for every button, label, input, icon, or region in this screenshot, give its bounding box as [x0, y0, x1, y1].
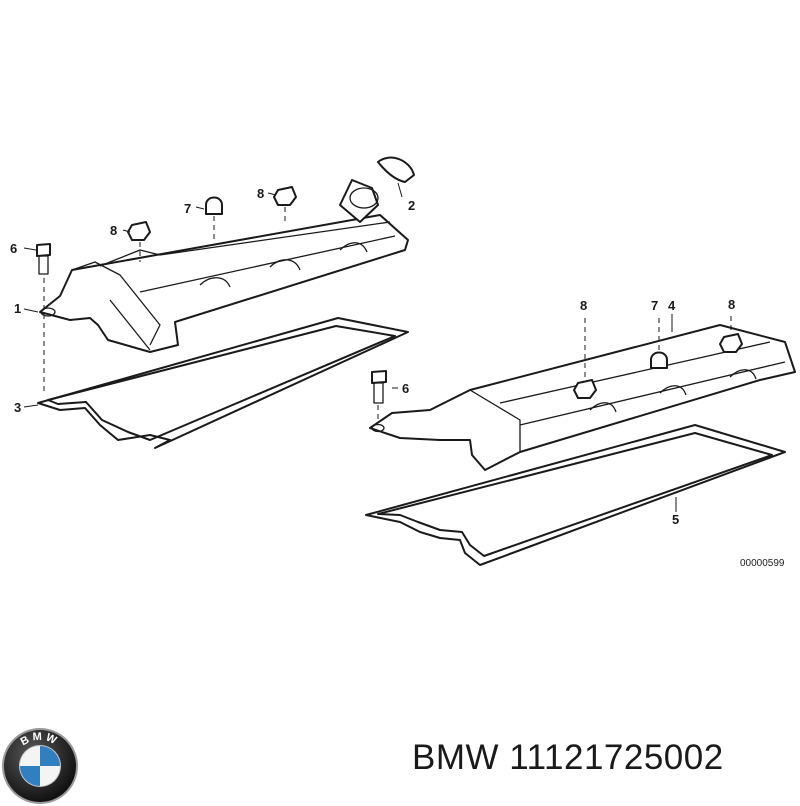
- part-number: 11121725002: [509, 738, 724, 777]
- callout-8-right-b: 8: [728, 297, 735, 312]
- callout-7-left: 7: [184, 201, 191, 216]
- reference-code: 00000599: [740, 558, 785, 569]
- callout-4: 4: [668, 298, 676, 313]
- part-caption: BMW 11121725002: [412, 738, 724, 778]
- callout-8-left-b: 8: [257, 186, 264, 201]
- callout-6-right: 6: [402, 381, 409, 396]
- left-gasket: [37, 317, 409, 449]
- callout-5: 5: [672, 512, 679, 527]
- callout-7-right: 7: [651, 298, 658, 313]
- left-valve-cover: [39, 214, 409, 353]
- exploded-parts-diagram: 1 2 3 4 5 6 6 7 7 8 8 8 8 00000599: [10, 156, 796, 569]
- callout-1: 1: [14, 301, 21, 316]
- right-hardware: [371, 333, 743, 404]
- callout-6-left: 6: [10, 241, 17, 256]
- logo-letters: BMW: [19, 731, 59, 749]
- brand-name: BMW: [412, 738, 500, 777]
- bmw-logo-icon: BMW: [2, 728, 78, 804]
- callout-8-right-a: 8: [580, 298, 587, 313]
- oil-filler-cap: [339, 156, 415, 223]
- callout-3: 3: [14, 400, 21, 415]
- callout-8-left-a: 8: [110, 223, 117, 238]
- callout-2: 2: [408, 198, 415, 213]
- left-hardware: [36, 186, 297, 275]
- right-gasket: [365, 424, 786, 566]
- svg-text:BMW: BMW: [19, 731, 62, 749]
